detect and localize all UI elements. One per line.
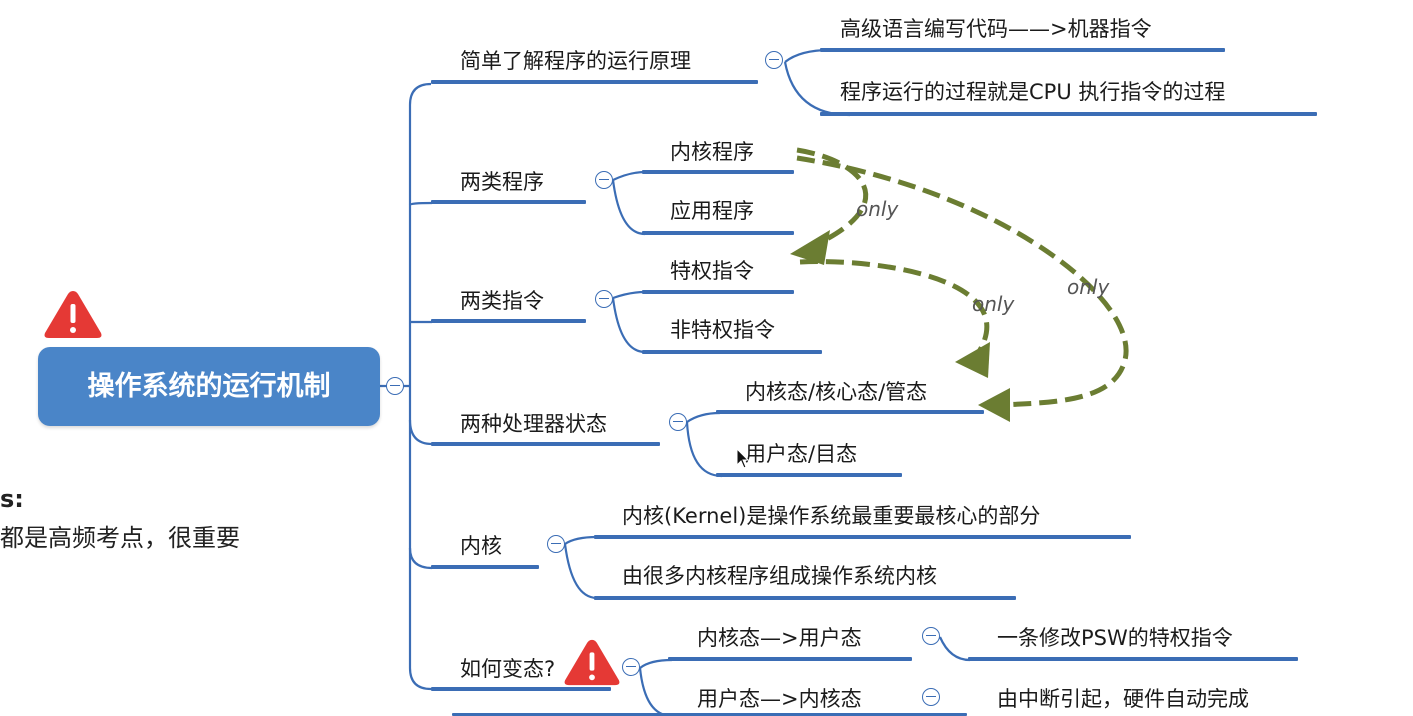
branch-run-principle[interactable]: 简单了解程序的运行原理: [460, 49, 691, 73]
leaf-underline: [594, 596, 1016, 600]
collapse-icon[interactable]: [669, 413, 687, 431]
leaf-node[interactable]: 高级语言编写代码——>机器指令: [840, 17, 1152, 41]
collapse-icon[interactable]: [595, 171, 613, 189]
note-text: 都是高频考点，很重要: [0, 524, 240, 552]
leaf-underline: [668, 657, 912, 661]
collapse-icon[interactable]: [622, 658, 640, 676]
branch-kernel[interactable]: 内核: [460, 534, 502, 558]
collapse-icon[interactable]: [922, 688, 940, 706]
leaf-node[interactable]: 程序运行的过程就是CPU 执行指令的过程: [840, 80, 1226, 104]
only-label: only: [856, 197, 899, 221]
leaf-underline: [642, 290, 794, 294]
branch-underline: [431, 442, 660, 446]
warning-icon: [44, 291, 102, 338]
leaf-underline: [642, 231, 794, 235]
leaf-underline: [716, 473, 902, 477]
leaf-underline: [594, 535, 1131, 539]
only-label: only: [972, 292, 1015, 316]
branch-state-switch[interactable]: 如何变态?: [460, 657, 556, 681]
leaf-node[interactable]: 内核态—>用户态: [697, 626, 862, 650]
branch-underline: [431, 319, 586, 323]
leaf-node[interactable]: 特权指令: [670, 259, 754, 283]
only-arrows: [796, 147, 1129, 408]
root-node[interactable]: 操作系统的运行机制: [38, 347, 380, 426]
leaf-node[interactable]: 一条修改PSW的特权指令: [997, 626, 1233, 650]
branch-two-programs[interactable]: 两类程序: [460, 170, 544, 194]
leaf-underline: [642, 170, 794, 174]
collapse-icon[interactable]: [765, 51, 783, 69]
note-label: s:: [0, 485, 24, 513]
leaf-node[interactable]: 用户态—>内核态: [697, 687, 862, 711]
leaf-underline: [716, 410, 984, 414]
leaf-node[interactable]: 内核态/核心态/管态: [745, 380, 928, 404]
branch-two-instructions[interactable]: 两类指令: [460, 289, 544, 313]
leaf-node[interactable]: 用户态/目态: [745, 442, 858, 466]
leaf-node[interactable]: 内核(Kernel)是操作系统最重要最核心的部分: [622, 504, 1041, 528]
leaf-node[interactable]: 内核程序: [670, 140, 754, 164]
branch-underline: [431, 200, 586, 204]
mouse-cursor-icon: [736, 448, 750, 469]
branch-underline: [431, 687, 611, 691]
warning-icon: [564, 639, 620, 686]
leaf-node[interactable]: 非特权指令: [670, 318, 775, 342]
collapse-icon[interactable]: [547, 535, 565, 553]
collapse-icon[interactable]: [595, 290, 613, 308]
branch-processor-states[interactable]: 两种处理器状态: [460, 412, 607, 436]
collapse-icon[interactable]: [386, 377, 404, 395]
collapse-icon[interactable]: [922, 627, 940, 645]
leaf-node[interactable]: 由很多内核程序组成操作系统内核: [622, 564, 937, 588]
leaf-underline: [968, 657, 1298, 661]
leaf-underline: [820, 112, 1317, 116]
only-label: only: [1067, 275, 1110, 299]
bottom-underline: [452, 713, 967, 716]
branch-underline: [431, 565, 539, 569]
leaf-underline: [642, 350, 822, 354]
branch-underline: [431, 80, 758, 84]
leaf-node[interactable]: 由中断引起，硬件自动完成: [997, 687, 1249, 711]
leaf-underline: [820, 48, 1225, 52]
leaf-node[interactable]: 应用程序: [670, 199, 754, 223]
